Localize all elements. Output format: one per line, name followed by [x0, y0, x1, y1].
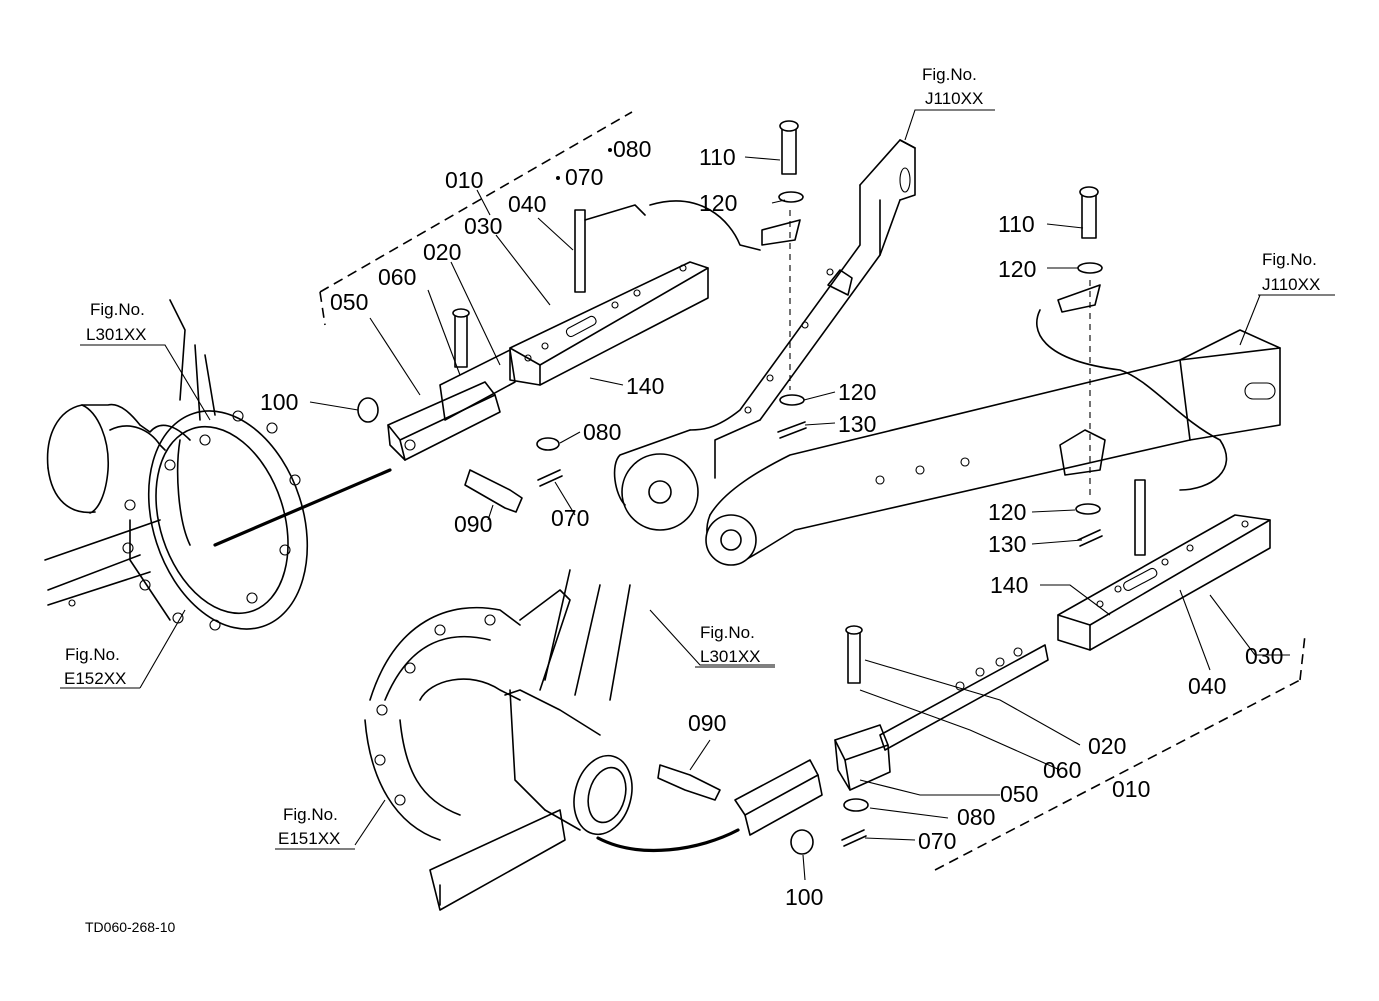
callout-060-lower: 060: [1043, 757, 1081, 783]
fig-ref-j110-upper-prefix: Fig.No.: [922, 65, 977, 84]
callout-100-lower: 100: [785, 884, 823, 910]
callout-070-lower: 070: [918, 828, 956, 854]
right-axle-housing-illustration: [364, 569, 740, 911]
callout-070-mid: 070: [551, 505, 589, 531]
fig-ref-e152: E152XX: [64, 669, 126, 688]
pins-and-chains-illustration: [649, 120, 1228, 547]
document-code: TD060-268-10: [85, 919, 175, 935]
callout-120-center-bottom: 120: [838, 379, 876, 405]
callout-030-lower: 030: [1245, 643, 1283, 669]
lower-check-chain-illustration: [657, 479, 1306, 871]
callout-030-upper: 030: [464, 213, 502, 239]
callout-separator-dot: [608, 148, 612, 152]
callout-130-center: 130: [838, 411, 876, 437]
callout-070-upper: 070: [565, 164, 603, 190]
callout-090-upper: 090: [454, 511, 492, 537]
fig-ref-e151: E151XX: [278, 829, 340, 848]
leader-lines: [130, 109, 1335, 881]
part-callouts: 010 070 080 040 030 020 060 050 100 090 …: [260, 136, 1283, 910]
callout-separator-dot: [556, 176, 560, 180]
fig-ref-l301-left-prefix: Fig.No.: [90, 300, 145, 319]
callout-010-lower: 010: [1112, 776, 1150, 802]
fig-ref-l301-lower: L301XX: [700, 647, 761, 666]
callout-140-upper: 140: [626, 373, 664, 399]
callout-120-center-top: 120: [699, 190, 737, 216]
callout-080-mid: 080: [583, 419, 621, 445]
callout-040-lower: 040: [1188, 673, 1226, 699]
fig-ref-l301-left: L301XX: [86, 325, 147, 344]
callout-130-right: 130: [988, 531, 1026, 557]
callout-090-lower: 090: [688, 710, 726, 736]
callout-120-right-bottom: 120: [988, 499, 1026, 525]
callout-020-upper: 020: [423, 239, 461, 265]
callout-040-upper: 040: [508, 191, 546, 217]
callout-020-lower: 020: [1088, 733, 1126, 759]
fig-ref-j110-upper: J110XX: [925, 89, 983, 108]
fig-ref-j110-right: J110XX: [1262, 275, 1320, 294]
callout-110-right: 110: [998, 211, 1035, 237]
fig-ref-j110-right-prefix: Fig.No.: [1262, 250, 1317, 269]
callout-050-upper: 050: [330, 289, 368, 315]
callout-140-lower: 140: [990, 572, 1028, 598]
callout-060-upper: 060: [378, 264, 416, 290]
callout-080-lower: 080: [957, 804, 995, 830]
upper-check-chain-illustration: [319, 111, 709, 513]
callout-080-upper: 080: [613, 136, 651, 162]
figure-references: Fig.No. J110XX Fig.No. J110XX Fig.No. L3…: [60, 65, 1335, 850]
left-axle-housing-illustration: [44, 299, 392, 631]
fig-ref-e152-prefix: Fig.No.: [65, 645, 120, 664]
callout-050-lower: 050: [1000, 781, 1038, 807]
fig-ref-e151-prefix: Fig.No.: [283, 805, 338, 824]
callout-120-right-top: 120: [998, 256, 1036, 282]
fig-ref-l301-lower-prefix: Fig.No.: [700, 623, 755, 642]
callout-110-center: 110: [699, 144, 736, 170]
lower-links-illustration: [613, 139, 1281, 566]
callout-010-upper: 010: [445, 167, 483, 193]
callout-100-upper: 100: [260, 389, 298, 415]
